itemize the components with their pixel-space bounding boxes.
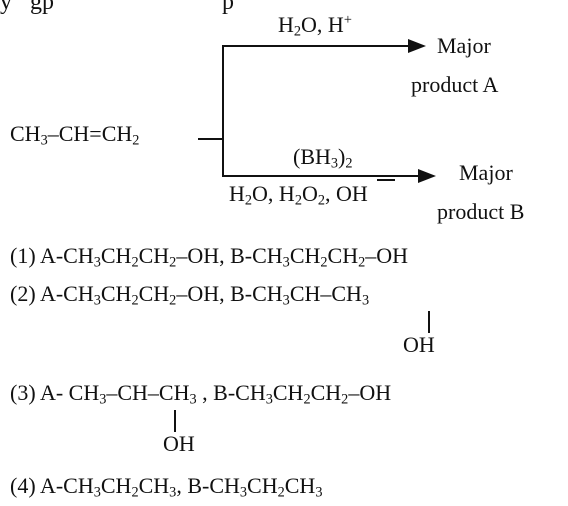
branch-line bbox=[222, 45, 224, 176]
bottom-arrow-head bbox=[418, 169, 436, 183]
option-1-number: (1) bbox=[10, 243, 36, 268]
header-fragment: y gp p bbox=[0, 0, 234, 15]
option-3-oh-bond bbox=[174, 410, 176, 432]
option-2: (2) A-CH3CH2CH2–OH, B-CH3CH–CH3 bbox=[10, 281, 370, 309]
option-2-oh: OH bbox=[403, 332, 435, 357]
product-b-line2: product B bbox=[437, 199, 525, 224]
top-arrow-head bbox=[408, 39, 426, 53]
bottom-arrow-shaft bbox=[222, 175, 422, 177]
option-2-oh-bond bbox=[428, 311, 430, 333]
bottom-reagents-above: (BH3)2 bbox=[293, 144, 353, 172]
hydroxide-overbar bbox=[377, 179, 395, 181]
product-b-line1: Major bbox=[459, 160, 513, 185]
reactant-formula: CH3–CH=CH2 bbox=[10, 121, 140, 149]
top-reagents: H2O, H+ bbox=[278, 12, 352, 40]
option-3-number: (3) bbox=[10, 380, 36, 405]
option-3: (3) A- CH3–CH–CH3 , B-CH3CH2CH2–OH bbox=[10, 380, 392, 408]
product-a-line1: Major bbox=[437, 33, 491, 58]
product-a-line2: product A bbox=[411, 72, 499, 97]
option-2-number: (2) bbox=[10, 281, 36, 306]
option-3-oh: OH bbox=[163, 431, 195, 456]
bottom-reagents-below: H2O, H2O2, OH bbox=[229, 181, 368, 209]
option-1: (1) A-CH3CH2CH2–OH, B-CH3CH2CH2–OH bbox=[10, 243, 409, 271]
option-4: (4) A-CH3CH2CH3, B-CH3CH2CH3 bbox=[10, 473, 323, 501]
top-arrow-shaft bbox=[222, 45, 412, 47]
option-4-number: (4) bbox=[10, 473, 36, 498]
reactant-connector bbox=[198, 138, 224, 140]
